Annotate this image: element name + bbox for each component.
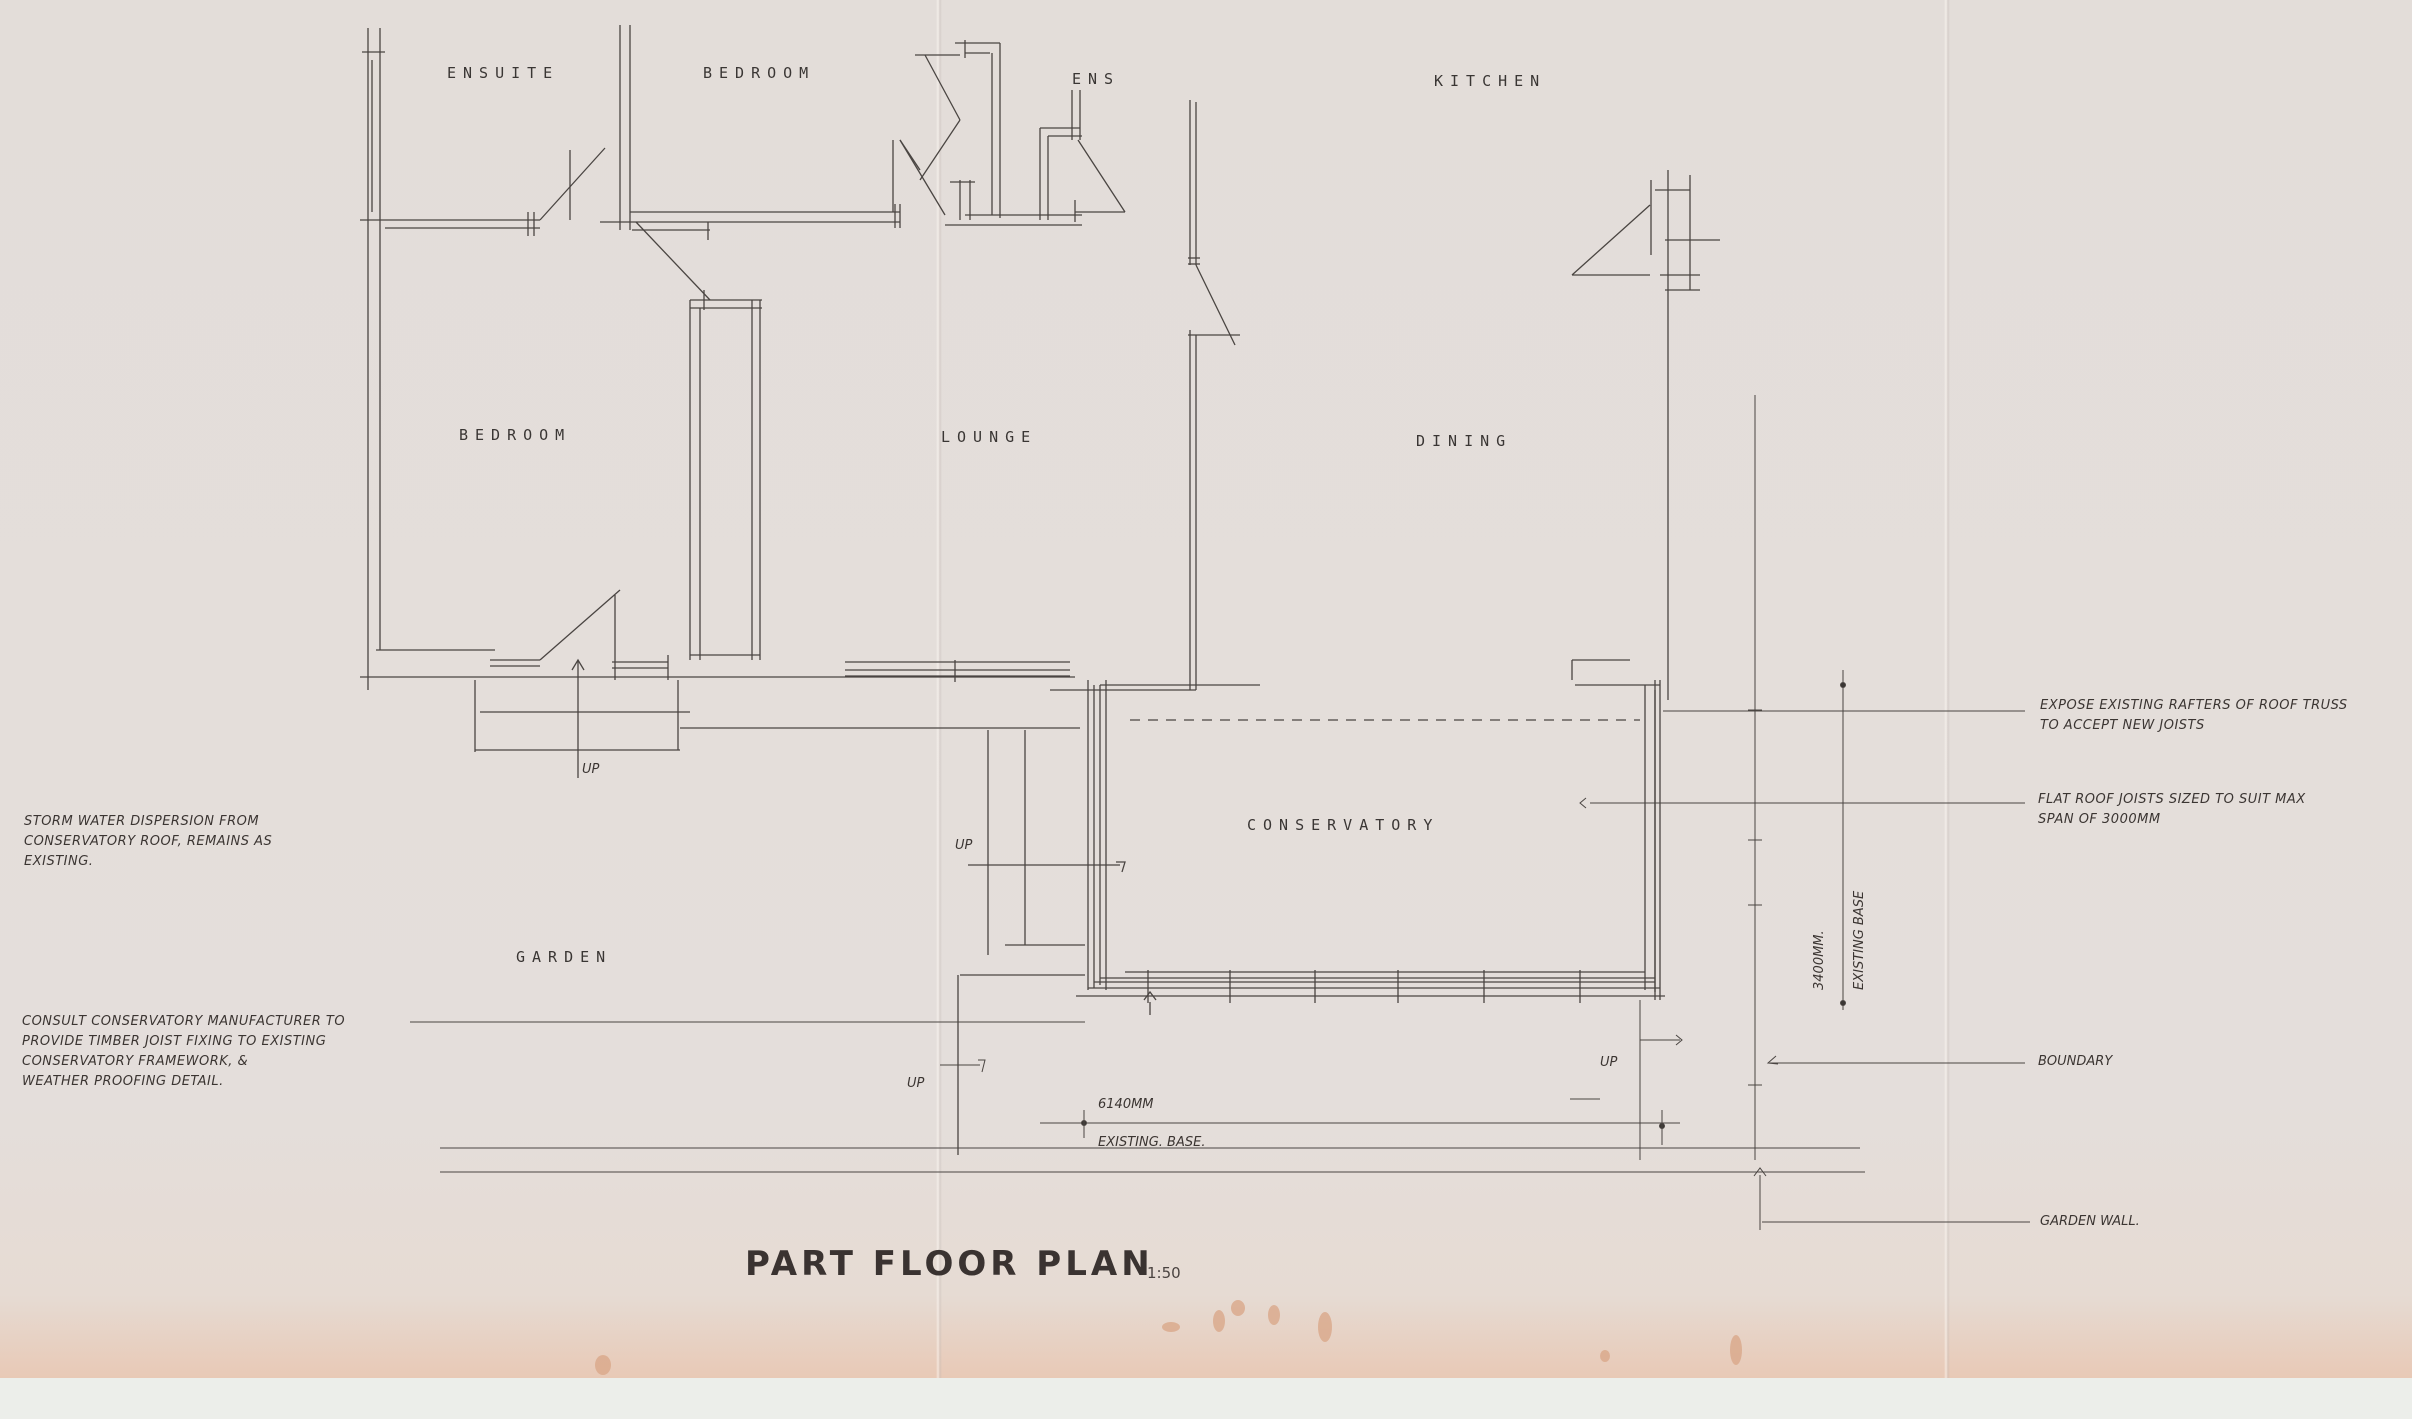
bedroom-walls <box>600 25 921 660</box>
dimension-height-value: 3400MM. <box>1812 930 1827 990</box>
paper-fold-line <box>936 0 942 1378</box>
lower-walls <box>360 222 1080 778</box>
stair-up-label: UP <box>1600 1055 1618 1070</box>
ensuite-walls <box>360 28 606 690</box>
note-consult-manufacturer: CONSULT CONSERVATORY MANUFACTURER TO PRO… <box>22 1014 346 1089</box>
stair-up-label: UP <box>582 762 600 777</box>
room-label-lounge: LOUNGE <box>941 428 1038 446</box>
dimension-width-value: 6140MM <box>1098 1097 1154 1112</box>
room-label-ens: ENS <box>1072 70 1121 88</box>
paper-fold-line <box>1944 0 1950 1378</box>
dimension-lines <box>410 395 2030 1230</box>
note-boundary: BOUNDARY <box>2038 1054 2113 1069</box>
room-label-dining: DINING <box>1416 432 1513 450</box>
note-flat-roof-joists: FLAT ROOF JOISTS SIZED TO SUIT MAX SPAN … <box>2038 792 2306 827</box>
note-expose-rafters: EXPOSE EXISTING RAFTERS OF ROOF TRUSS TO… <box>2040 698 2348 733</box>
background-surface <box>0 1378 2412 1419</box>
dimension-width-label: EXISTING. BASE. <box>1098 1135 1206 1150</box>
note-storm-water: STORM WATER DISPERSION FROM CONSERVATORY… <box>24 814 273 869</box>
floor-plan-drawing <box>360 25 2030 1230</box>
kitchen-dining-walls <box>1050 100 1720 1000</box>
note-garden-wall: GARDEN WALL. <box>2040 1214 2140 1229</box>
room-label-bedroom-top: BEDROOM <box>703 64 816 82</box>
room-label-conservatory: CONSERVATORY <box>1247 816 1440 834</box>
conservatory-walls <box>1076 680 1665 1015</box>
drawing-scale: 1:50 <box>1147 1264 1181 1282</box>
room-label-kitchen: KITCHEN <box>1434 72 1547 90</box>
stair-up-label: UP <box>955 838 973 853</box>
stair-up-label: UP <box>907 1076 925 1091</box>
room-label-garden: GARDEN <box>516 948 613 966</box>
drawing-sheet: ENSUITE BEDROOM ENS KITCHEN BEDROOM LOUN… <box>0 0 2412 1378</box>
room-label-bedroom: BEDROOM <box>459 426 572 444</box>
dimension-height-label: EXISTING BASE <box>1852 890 1867 990</box>
drawing-title: PART FLOOR PLAN <box>745 1244 1154 1284</box>
room-label-ensuite: ENSUITE <box>447 64 560 82</box>
ens-walls <box>899 40 1126 226</box>
